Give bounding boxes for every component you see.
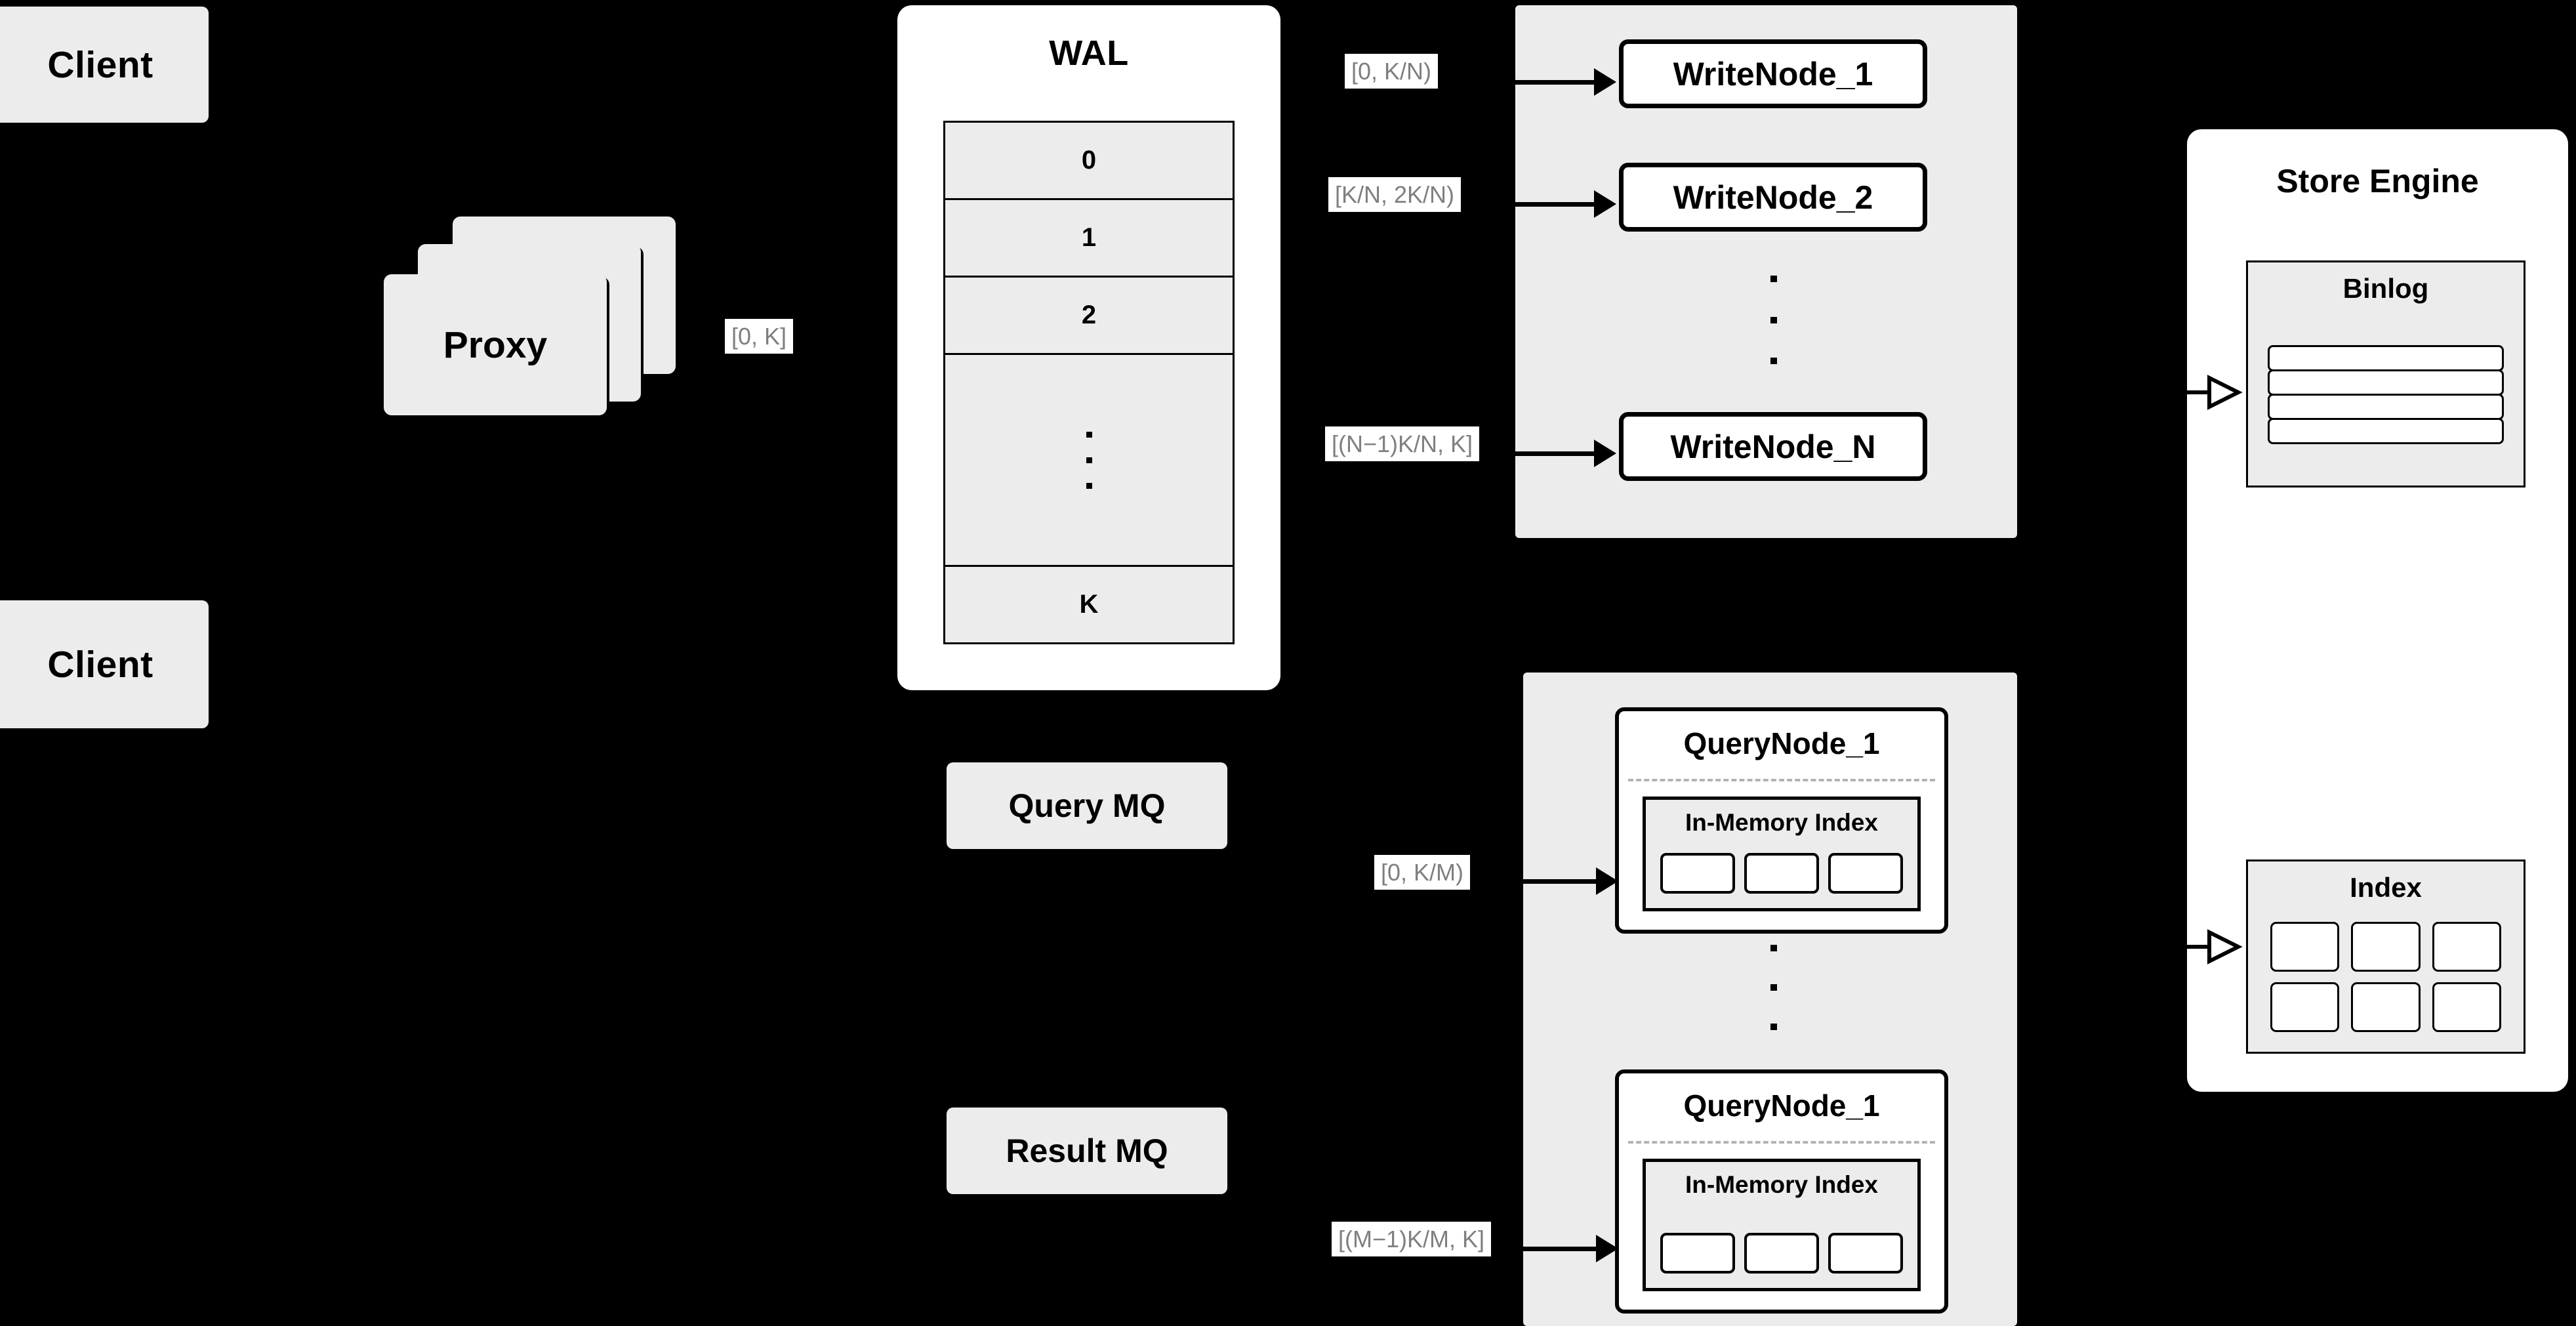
write-node-ellipsis <box>1770 276 1778 364</box>
client-label: Client <box>47 643 153 686</box>
range-label-querynode-m: [(M−1)K/M, K] <box>1332 1222 1492 1257</box>
arrow-to-index <box>2165 928 2243 965</box>
write-node-1[interactable]: WriteNode_1 <box>1619 39 1927 108</box>
index-cell <box>1744 1233 1819 1274</box>
range-label-querynode-1: [0, K/M) <box>1374 855 1471 890</box>
store-engine-panel: Store Engine Binlog Index <box>2187 129 2568 1092</box>
index-cell <box>1660 853 1735 894</box>
query-node-separator <box>1628 1141 1935 1144</box>
index-cell <box>1744 853 1819 894</box>
index-panel: Index <box>2246 860 2525 1054</box>
arrow-to-querynode-1 <box>1521 867 1618 895</box>
query-mq-label: Query MQ <box>1008 787 1166 824</box>
client-box-2[interactable]: Client <box>0 600 209 728</box>
wal-title: WAL <box>1049 33 1129 73</box>
wal-row: 2 <box>945 278 1233 355</box>
wal-row: 1 <box>945 200 1233 278</box>
write-node-label: WriteNode_2 <box>1673 178 1873 216</box>
arrow-to-querynode-m <box>1521 1235 1618 1262</box>
wal-table: 0 1 2 K <box>943 121 1235 644</box>
index-cell <box>2432 922 2501 972</box>
query-node-1[interactable]: QueryNode_1 In-Memory Index <box>1615 707 1948 934</box>
in-memory-index-title: In-Memory Index <box>1685 809 1878 836</box>
wal-panel: WAL 0 1 2 K <box>897 5 1280 690</box>
index-cell <box>2351 922 2421 972</box>
write-node-label: WriteNode_1 <box>1673 55 1873 93</box>
wal-row-ellipsis <box>945 355 1233 567</box>
index-cell <box>2270 922 2340 972</box>
arrow-to-writenode-2 <box>1509 190 1616 218</box>
query-node-separator <box>1628 779 1935 781</box>
range-label-writenode-n: [(N−1)K/N, K] <box>1325 426 1480 462</box>
in-memory-index-title: In-Memory Index <box>1685 1171 1878 1198</box>
proxy-stack[interactable]: Proxy <box>384 217 679 433</box>
index-cell <box>1660 1233 1735 1274</box>
range-label-writenode-1: [0, K/N) <box>1345 54 1439 89</box>
client-label: Client <box>47 43 153 86</box>
in-memory-index-2: In-Memory Index <box>1643 1159 1921 1291</box>
range-label-writenode-2: [K/N, 2K/N) <box>1328 177 1462 213</box>
index-cell-grid <box>2270 922 2501 1032</box>
binlog-rows <box>2268 320 2504 467</box>
in-memory-index-cells <box>1660 1233 1903 1274</box>
result-mq-label: Result MQ <box>1006 1132 1168 1169</box>
query-node-2[interactable]: QueryNode_1 In-Memory Index <box>1615 1069 1948 1314</box>
in-memory-index-1: In-Memory Index <box>1643 797 1921 911</box>
arrow-to-writenode-n <box>1509 440 1616 467</box>
in-memory-index-cells <box>1660 853 1903 894</box>
wal-row: 0 <box>945 123 1233 200</box>
query-node-label: QueryNode_1 <box>1683 1088 1880 1123</box>
binlog-panel: Binlog <box>2246 260 2525 487</box>
write-node-n[interactable]: WriteNode_N <box>1619 412 1927 481</box>
query-node-ellipsis <box>1770 945 1778 1030</box>
query-mq-box[interactable]: Query MQ <box>947 762 1227 849</box>
write-node-2[interactable]: WriteNode_2 <box>1619 163 1927 232</box>
write-node-label: WriteNode_N <box>1670 428 1876 465</box>
wal-row: K <box>1079 590 1099 619</box>
arrow-to-writenode-1 <box>1509 68 1616 96</box>
client-box-1[interactable]: Client <box>0 7 209 123</box>
binlog-title: Binlog <box>2342 273 2429 304</box>
proxy-label: Proxy <box>443 323 548 366</box>
proxy-card-front[interactable]: Proxy <box>384 274 607 415</box>
range-label-proxy-to-wal: [0, K] <box>725 319 794 354</box>
index-title: Index <box>2350 872 2422 903</box>
index-cell <box>1828 853 1903 894</box>
arrow-to-binlog <box>2165 374 2243 411</box>
index-cell <box>2270 982 2340 1032</box>
index-cell <box>1828 1233 1903 1274</box>
binlog-row <box>2268 394 2504 420</box>
store-engine-title: Store Engine <box>2276 163 2479 199</box>
result-mq-box[interactable]: Result MQ <box>947 1108 1227 1194</box>
index-cell <box>2432 982 2501 1032</box>
query-node-label: QueryNode_1 <box>1683 726 1880 760</box>
index-cell <box>2351 982 2421 1032</box>
binlog-row <box>2268 345 2504 371</box>
binlog-row <box>2268 369 2504 396</box>
binlog-row <box>2268 418 2504 444</box>
